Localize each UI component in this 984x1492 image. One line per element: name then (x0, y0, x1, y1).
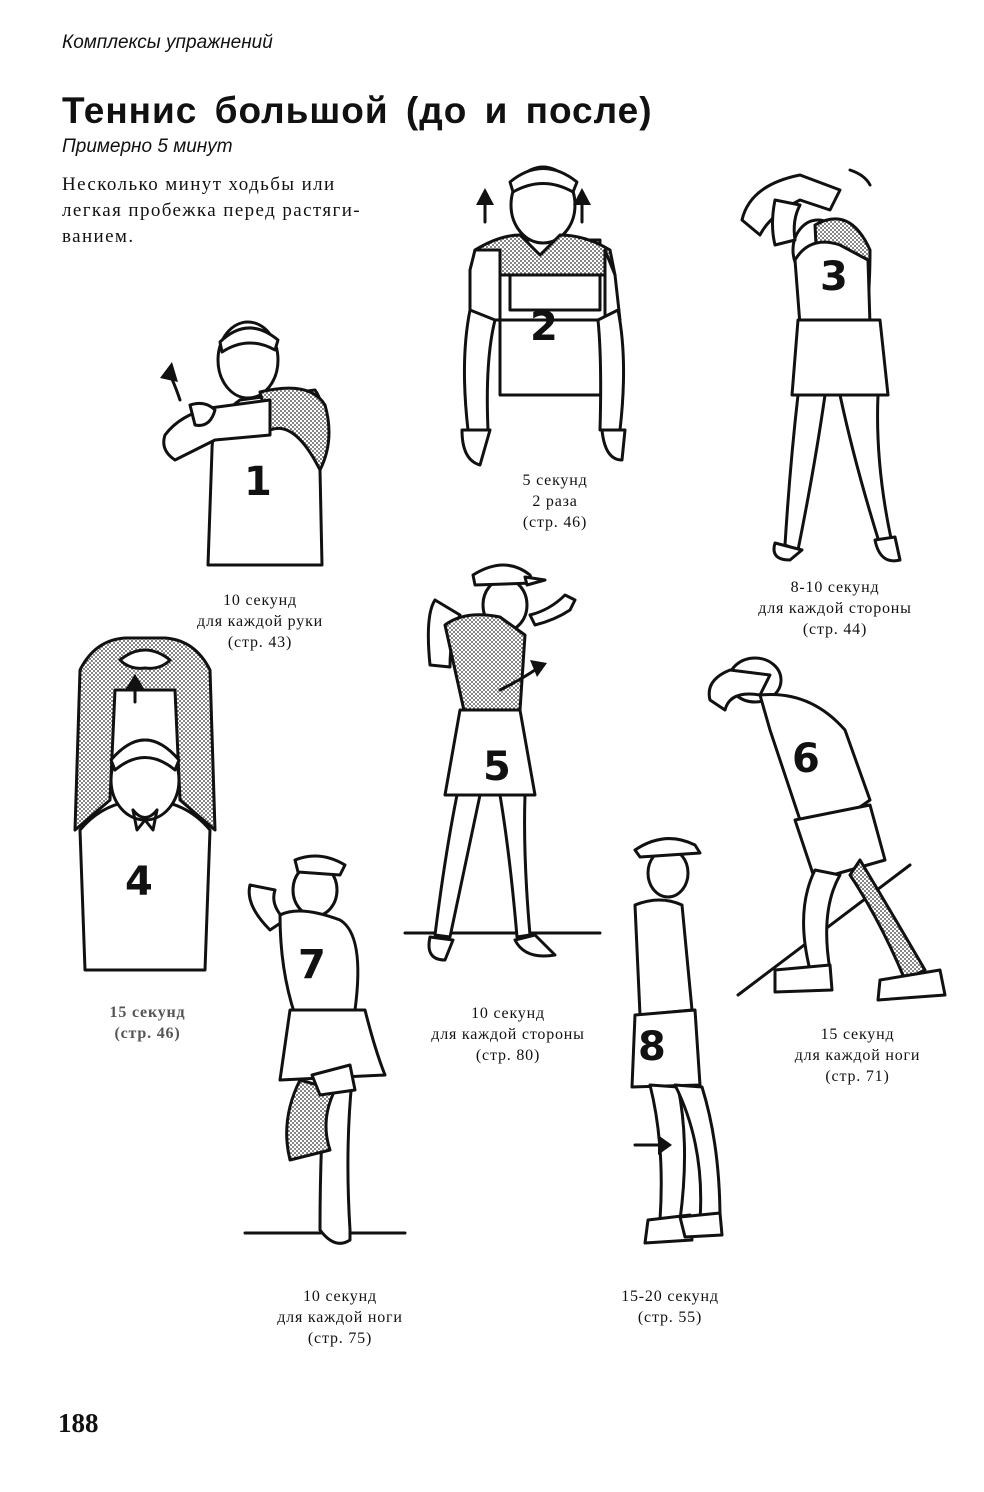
intro-text: Несколько минут ходьбы или легкая пробеж… (62, 172, 427, 250)
caption-line: для каждой ноги (794, 1047, 921, 1064)
exercise-3-illustration: 3 (740, 168, 902, 563)
caption-line: 10 секунд (471, 1005, 545, 1022)
page-number: 188 (58, 1408, 99, 1438)
exercise-7-number: 7 (298, 942, 326, 988)
caption-line: для каждой стороны (758, 600, 912, 617)
caption-line: (стр. 44) (802, 621, 868, 638)
caption-line: 5 секунд (522, 472, 588, 489)
exercise-2-caption: 5 секунд 2 раза (стр. 46) (455, 470, 655, 533)
exercise-4-illustration: 4 (73, 636, 217, 972)
exercise-8-number: 8 (638, 1024, 666, 1070)
exercise-8-caption: 15-20 секунд (стр. 55) (590, 1286, 750, 1328)
caption-line: (стр. 46) (114, 1025, 181, 1042)
exercise-5-number: 5 (483, 744, 511, 790)
page-subtitle: Примерно 5 минут (62, 136, 233, 157)
intro-line: Несколько минут ходьбы или (62, 174, 336, 195)
exercise-7-caption: 10 секунд для каждой ноги (стр. 75) (240, 1286, 440, 1349)
exercise-6-caption: 15 секунд для каждой ноги (стр. 71) (755, 1024, 960, 1087)
exercise-1-caption: 10 секунд для каждой руки (стр. 43) (160, 590, 360, 653)
exercise-5-illustration: 5 (403, 563, 602, 962)
running-head: Комплексы упражнений (62, 32, 273, 53)
exercise-1-illustration: 1 (160, 320, 331, 567)
exercise-5-caption: 10 секунд для каждой стороны (стр. 80) (398, 1003, 618, 1066)
page-title: Теннис большой (до и после) (62, 90, 653, 131)
exercise-4-caption: 15 секунд (стр. 46) (80, 1002, 215, 1044)
caption-line: (стр. 43) (227, 634, 293, 651)
exercise-2-illustration: 2 (460, 165, 627, 467)
caption-line: для каждой стороны (431, 1026, 585, 1043)
caption-line: (стр. 75) (307, 1330, 373, 1347)
caption-line: 10 секунд (223, 592, 297, 609)
exercise-7-illustration: 7 (243, 854, 407, 1245)
caption-line: 2 раза (532, 493, 578, 510)
caption-line: (стр. 55) (637, 1309, 703, 1326)
exercise-3-caption: 8-10 секунд для каждой стороны (стр. 44) (725, 577, 945, 640)
caption-line: 15 секунд (109, 1004, 186, 1021)
intro-line: ванием. (62, 226, 135, 247)
exercise-4-number: 4 (125, 859, 153, 905)
caption-line: для каждой ноги (277, 1309, 403, 1326)
caption-line: (стр. 71) (825, 1068, 890, 1085)
caption-line: 15 секунд (820, 1026, 895, 1043)
exercise-6-number: 6 (792, 736, 820, 782)
caption-line: 10 секунд (303, 1288, 377, 1305)
caption-line: (стр. 46) (522, 514, 588, 531)
caption-line: (стр. 80) (475, 1047, 541, 1064)
caption-line: 15-20 секунд (621, 1288, 719, 1305)
exercise-6-illustration: 6 (707, 656, 947, 1002)
intro-line: легкая пробежка перед растяги- (62, 200, 361, 221)
caption-line: 8-10 секунд (790, 579, 880, 596)
exercise-1-number: 1 (244, 459, 272, 505)
exercise-8-illustration: 8 (630, 837, 724, 1245)
caption-line: для каждой руки (197, 613, 323, 630)
exercise-3-number: 3 (820, 254, 848, 300)
exercise-2-number: 2 (530, 304, 558, 350)
